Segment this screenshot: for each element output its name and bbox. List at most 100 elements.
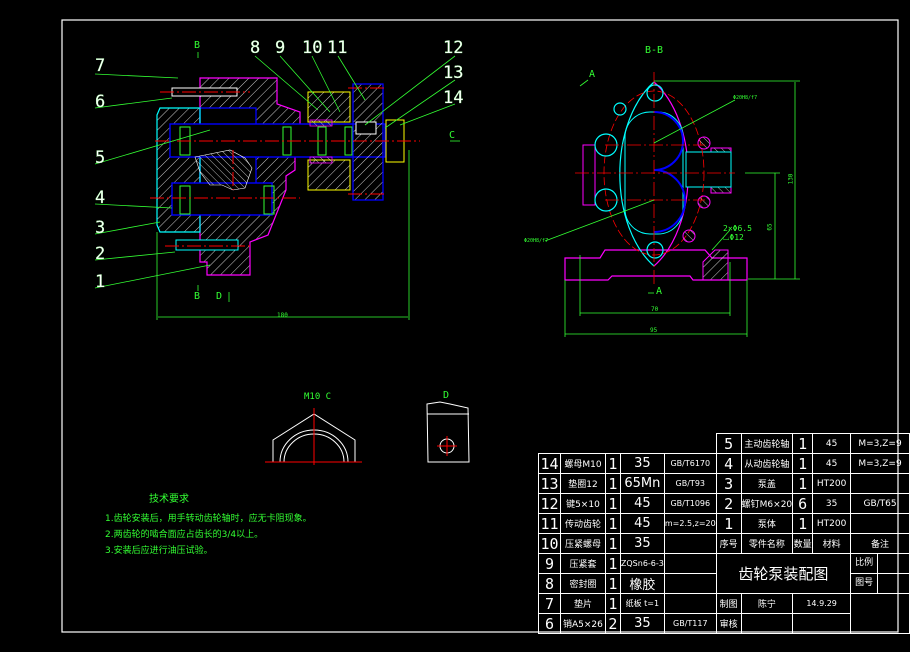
quantity: 2 bbox=[604, 613, 621, 634]
drawing-title: 齿轮泵装配图 bbox=[715, 553, 852, 594]
detail-c-nut-view bbox=[265, 408, 362, 465]
part-name: 压紧套 bbox=[559, 553, 606, 574]
empty-cell bbox=[792, 613, 852, 634]
quantity: 1 bbox=[792, 433, 814, 454]
remark bbox=[850, 513, 910, 534]
dim-130: 130 bbox=[787, 173, 795, 185]
item-number: 13 bbox=[538, 473, 561, 494]
material: HT200 bbox=[812, 473, 852, 494]
item-number: 5 bbox=[715, 433, 742, 454]
item-number: 6 bbox=[538, 613, 561, 634]
balloon-5: 5 bbox=[95, 148, 106, 168]
balloon-1: 1 bbox=[95, 272, 106, 292]
seal bbox=[309, 119, 333, 127]
balloon-12: 12 bbox=[443, 38, 464, 58]
standard bbox=[663, 533, 717, 554]
section-label-b-top: B bbox=[194, 40, 201, 51]
side-view-title: B-B bbox=[645, 45, 664, 56]
quantity: 1 bbox=[604, 553, 621, 574]
part-name: 压紧螺母 bbox=[559, 533, 606, 554]
dim-95: 95 bbox=[650, 327, 658, 334]
hole-note-2: ⌴Φ12 bbox=[723, 233, 744, 242]
quantity: 1 bbox=[604, 593, 621, 614]
screw bbox=[175, 239, 239, 251]
balloon-2: 2 bbox=[95, 244, 106, 264]
drive-gear bbox=[352, 83, 384, 201]
balloon-4: 4 bbox=[95, 188, 106, 208]
standard bbox=[663, 553, 717, 574]
detail-c-label: M10 C bbox=[304, 392, 332, 402]
drawing-no-label: 图号 bbox=[852, 574, 879, 593]
tech-item-2: 2.两齿轮的啮合面应占齿长的3/4以上。 bbox=[105, 530, 264, 540]
quantity: 1 bbox=[604, 533, 621, 554]
dim-180: 180 bbox=[277, 312, 288, 319]
detail-d-view bbox=[426, 401, 470, 463]
quantity: 1 bbox=[604, 513, 621, 534]
checked-label: 审核 bbox=[715, 613, 742, 634]
material: 35 bbox=[619, 533, 665, 554]
header-no: 序号 bbox=[715, 533, 742, 554]
item-number: 3 bbox=[715, 473, 742, 494]
front-section-view bbox=[94, 52, 460, 320]
quantity: 6 bbox=[792, 493, 814, 514]
item-number: 14 bbox=[538, 453, 561, 474]
balloon-10: 10 bbox=[302, 38, 323, 58]
remark: GB/T65 bbox=[850, 493, 910, 514]
arrow-label-a-bottom: A bbox=[656, 286, 663, 297]
balloon-13: 13 bbox=[443, 63, 464, 83]
fit-note-2: Φ20H8/f7 bbox=[524, 238, 549, 244]
balloon-9: 9 bbox=[275, 38, 286, 58]
section-label-b-bottom: B bbox=[194, 291, 201, 302]
part-name: 销A5×26 bbox=[559, 613, 606, 634]
material: ZQSn6-6-3 bbox=[619, 553, 665, 574]
item-number: 2 bbox=[715, 493, 742, 514]
part-name: 从动齿轮轴 bbox=[740, 453, 794, 474]
standard bbox=[663, 573, 717, 594]
quantity: 1 bbox=[792, 473, 814, 494]
item-number: 4 bbox=[715, 453, 742, 474]
part-name: 螺母M10 bbox=[559, 453, 606, 474]
part-name: 键5×10 bbox=[559, 493, 606, 514]
balloon-7: 7 bbox=[95, 56, 106, 76]
quantity: 1 bbox=[604, 453, 621, 474]
item-number: 1 bbox=[715, 513, 742, 534]
detail-d-label: D bbox=[443, 390, 450, 401]
header-material: 材料 bbox=[812, 533, 852, 554]
technical-requirements: 技术要求 1.齿轮安装后，用手转动齿轮轴时，应无卡阻现象。 2.两齿轮的啮合面应… bbox=[105, 492, 312, 559]
item-number: 10 bbox=[538, 533, 561, 554]
part-name: 传动齿轮 bbox=[559, 513, 606, 534]
part-name: 泵体 bbox=[740, 513, 794, 534]
standard: GB/T1096 bbox=[663, 493, 717, 514]
arrow-label-a-top: A bbox=[589, 69, 596, 80]
part-name: 泵盖 bbox=[740, 473, 794, 494]
part-name: 垫片 bbox=[559, 593, 606, 614]
date: 14.9.29 bbox=[792, 593, 852, 614]
item-number: 9 bbox=[538, 553, 561, 574]
drawn-by: 陈宁 bbox=[740, 593, 794, 614]
dim-65: 65 bbox=[766, 223, 774, 231]
tech-item-3: 3.安装后应进行油压试验。 bbox=[105, 546, 213, 556]
material: 35 bbox=[619, 613, 665, 634]
tech-title: 技术要求 bbox=[149, 494, 189, 505]
quantity: 1 bbox=[604, 473, 621, 494]
material: 纸板 t=1 bbox=[619, 593, 665, 614]
part-name: 密封圈 bbox=[559, 573, 606, 594]
material: 65Mn bbox=[619, 473, 665, 494]
material: 橡胶 bbox=[619, 573, 665, 594]
dim-70: 70 bbox=[651, 306, 659, 313]
balloon-11: 11 bbox=[327, 38, 348, 58]
remark: M=3,Z=9 bbox=[850, 453, 910, 474]
standard bbox=[663, 593, 717, 614]
item-number: 12 bbox=[538, 493, 561, 514]
balloon-3: 3 bbox=[95, 218, 106, 238]
